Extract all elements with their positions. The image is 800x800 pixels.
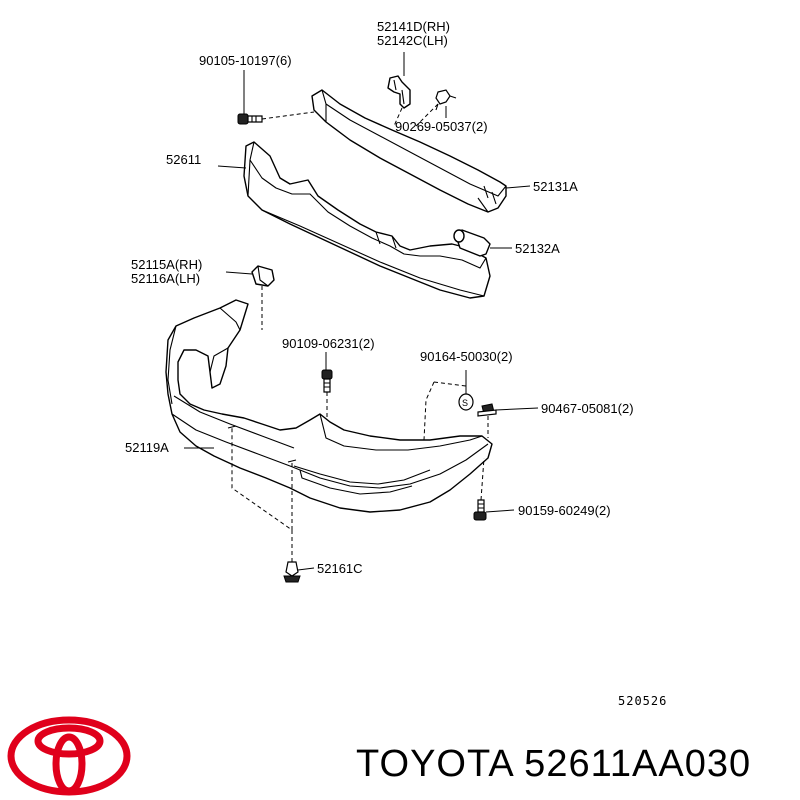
- toyota-logo-icon: [7, 716, 131, 796]
- rivet-52161C: [231, 428, 301, 583]
- label-90164-50030: 90164-50030(2): [420, 349, 513, 364]
- label-52141D: 52141D(RH): [377, 19, 450, 34]
- part-labels: 52141D(RH) 52142C(LH) 90105-10197(6) 902…: [125, 19, 667, 708]
- bolt-90105-10197: [237, 111, 315, 125]
- cover-hole-right: [287, 459, 297, 463]
- label-90159-60249: 90159-60249(2): [518, 503, 611, 518]
- label-90269-05037: 90269-05037(2): [395, 119, 488, 134]
- bolt-90109-06231: [321, 369, 333, 420]
- leader-lines: [184, 52, 539, 571]
- label-90467-05081: 90467-05081(2): [541, 401, 634, 416]
- dash-bracket: [393, 107, 403, 127]
- label-52132A: 52132A: [515, 241, 560, 256]
- nut-90467-05081: [477, 403, 497, 438]
- label-52142C: 52142C(LH): [377, 33, 448, 48]
- dash-clip: [415, 103, 439, 127]
- pad-52132A: [453, 229, 491, 257]
- label-90105-10197: 90105-10197(6): [199, 53, 292, 68]
- bolt-90159-60249: [473, 457, 487, 521]
- label-90109-06231: 90109-06231(2): [282, 336, 375, 351]
- bracket-52141D: [387, 75, 411, 109]
- svg-text:S: S: [462, 398, 468, 408]
- label-52119A: 52119A: [125, 440, 169, 455]
- retainer-52115A: [251, 265, 275, 330]
- label-52116A: 52116A(LH): [131, 271, 200, 286]
- figure-number: 520526: [618, 694, 667, 708]
- label-52611: 52611: [166, 152, 201, 167]
- label-52115A: 52115A(RH): [131, 257, 202, 272]
- clip-90269-05037: [435, 89, 457, 111]
- label-52161C: 52161C: [317, 561, 363, 576]
- label-52131A: 52131A: [533, 179, 578, 194]
- bumper-cover-52119A: [165, 299, 493, 513]
- reinforcement-bar-52131A: [311, 89, 507, 213]
- brand-part-caption: TOYOTA 52611AA030: [356, 743, 752, 785]
- cover-hole-left: [227, 425, 237, 429]
